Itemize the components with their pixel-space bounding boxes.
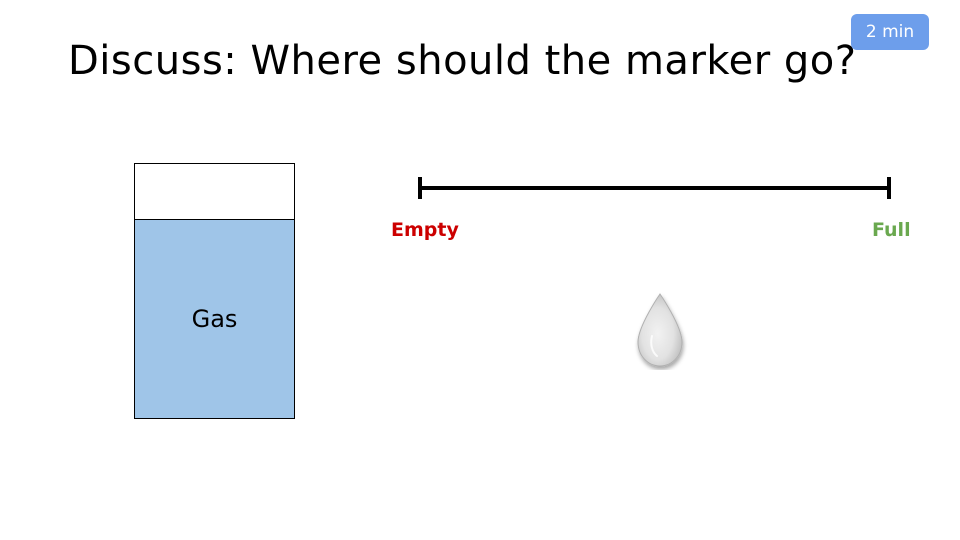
scale-line [420, 186, 890, 190]
slide-title: Discuss: Where should the marker go? [68, 38, 857, 84]
scale-tick-full [887, 177, 891, 199]
scale-tick-empty [418, 177, 422, 199]
timer-badge: 2 min [851, 14, 929, 50]
gas-tank-fill: Gas [135, 218, 294, 418]
scale-label-full: Full [872, 219, 911, 241]
scale-label-empty: Empty [391, 219, 459, 241]
gas-tank: Gas [134, 163, 295, 419]
gas-tank-label: Gas [191, 304, 238, 333]
drop-marker-icon[interactable] [630, 290, 690, 370]
